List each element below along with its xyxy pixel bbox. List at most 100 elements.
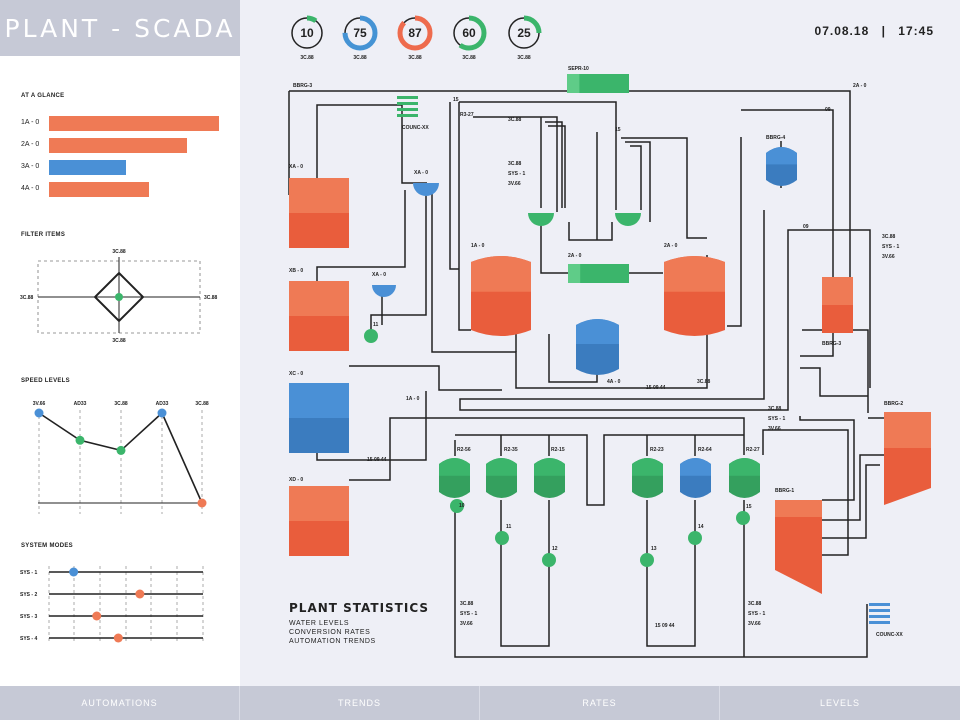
diagram-label-v3v66_a: 3V.66 (508, 181, 521, 187)
speed-point-5[interactable] (197, 498, 207, 508)
exchanger-2a[interactable] (568, 264, 629, 283)
pipe-upper-h (459, 101, 617, 210)
pipe-inner-1 (545, 121, 563, 208)
sensor-7[interactable] (736, 511, 750, 525)
reactor-r2-23-top (632, 458, 663, 476)
mode-slider-2[interactable] (135, 589, 145, 599)
valve-xa-mid[interactable] (372, 285, 396, 297)
gauge-label-1: 3C.88 (300, 55, 314, 61)
nav-levels[interactable]: LEVELS (819, 698, 861, 708)
sensor-2[interactable] (450, 499, 464, 513)
tank-bbrg3-top[interactable] (822, 277, 853, 305)
diagram-label-n09_b: 09 (803, 224, 809, 230)
diagram-label-r2_56: R2-56 (457, 447, 471, 453)
speed-point-1[interactable] (34, 408, 44, 418)
filter-handle[interactable] (115, 293, 123, 301)
mode-label-2: SYS - 2 (20, 592, 37, 598)
diagram-label-tick_c: 15 09 44 (655, 623, 675, 629)
pipe-xa-drop (370, 192, 427, 333)
diagram-label-c3c88_c: 3C.88 (697, 379, 711, 385)
glance-label-4: 4A - 0 (21, 185, 40, 192)
diagram-label-foura: 4A - 0 (607, 379, 621, 385)
time-text: 17:45 (898, 24, 934, 38)
valve-left[interactable] (528, 213, 554, 226)
pipe-4a-link (548, 334, 598, 383)
reactor-r2-27-top (729, 458, 760, 476)
reactor-r2-64-top (680, 458, 711, 476)
nav-automations[interactable]: AUTOMATIONS (0, 686, 240, 720)
tank-xa[interactable] (289, 213, 349, 248)
filter-diamond[interactable] (93, 271, 145, 323)
sensor-6[interactable] (688, 531, 702, 545)
tank-xc[interactable] (289, 418, 349, 453)
diagram-label-n09_a: 09 (825, 107, 831, 113)
diagram-label-v13: 13 (651, 546, 657, 552)
gauge-arc-2 (342, 15, 378, 51)
diagram-label-c3c88_a: 3C.88 (508, 117, 522, 123)
sensor-5[interactable] (640, 553, 654, 567)
turbine-bbrg2-top (884, 412, 931, 448)
reactor-2a-top (664, 256, 725, 292)
diagram-label-r2_15: R2-15 (551, 447, 565, 453)
glance-label-3: 3A - 0 (21, 163, 40, 170)
tank-xb[interactable] (289, 316, 349, 351)
nav-trends[interactable]: TRENDS (240, 686, 480, 720)
stat-automation-trends[interactable]: AUTOMATION TRENDS (289, 638, 376, 645)
tank-bbrg3[interactable] (822, 305, 853, 333)
valve-xa-top[interactable] (413, 183, 439, 196)
tank-xd[interactable] (289, 521, 349, 556)
diagram-label-r2_35: R2-35 (504, 447, 518, 453)
pipe-inner-4 (630, 145, 642, 210)
mode-slider-1[interactable] (69, 567, 79, 577)
diagram-label-sepr10: SEPR-10 (568, 66, 589, 72)
pipe-xd (349, 417, 745, 481)
filter-items-title: FILTER ITEMS (21, 232, 66, 238)
tank-xb-top[interactable] (289, 281, 349, 316)
pipe-bottom-u2 (646, 500, 696, 647)
pipe-left-riser (449, 102, 459, 270)
speed-label-3: 3C.88 (114, 401, 128, 407)
gauge-arc-1 (289, 15, 325, 51)
glance-label-1: 1A - 0 (21, 119, 40, 126)
date-time-display: 07.08.18 | 17:45 (815, 24, 934, 38)
speed-point-3[interactable] (116, 445, 126, 455)
turbine-bbrg1[interactable] (775, 500, 822, 594)
nav-rates[interactable]: RATES (480, 686, 720, 720)
diagram-label-n15_b: 15 (615, 127, 621, 133)
stat-water-levels[interactable]: WATER LEVELS (289, 620, 350, 627)
diagram-label-onea: 1A - 0 (471, 243, 485, 249)
diagram-label-xc0: XC - 0 (289, 371, 303, 377)
diagram-label-xa0_a: XA - 0 (289, 164, 303, 170)
plant-diagram: 103C.88753C.88873C.88603C.88253C.88BBRG-… (288, 15, 931, 658)
sensor-4[interactable] (542, 553, 556, 567)
mode-slider-3[interactable] (92, 611, 102, 621)
coil-counc-top-line (397, 96, 418, 99)
speed-point-2[interactable] (75, 435, 85, 445)
pipe-link-valves (568, 222, 613, 241)
separator-sepr10[interactable] (567, 74, 629, 93)
tank-xa-top[interactable] (289, 178, 349, 213)
stat-conversion-rates[interactable]: CONVERSION RATES (289, 629, 371, 636)
speed-point-4[interactable] (157, 408, 167, 418)
sensor-3[interactable] (495, 531, 509, 545)
pipe-right-outer (459, 210, 871, 411)
diagram-label-v15: 15 (746, 504, 752, 510)
mode-slider-4[interactable] (113, 633, 123, 643)
valve-right[interactable] (615, 213, 641, 226)
sensor-1[interactable] (364, 329, 378, 343)
diagram-label-v12: 12 (552, 546, 558, 552)
tank-xc-top[interactable] (289, 383, 349, 418)
diagram-label-r3_27: R3-27 (460, 112, 474, 118)
plant-statistics-title: PLANT STATISTICS (289, 601, 430, 615)
diagram-label-counc_bot: COUNC-XX (876, 632, 903, 638)
diagram-label-r2_27: R2-27 (746, 447, 760, 453)
diagram-label-tick_b: 15 09 44 (367, 457, 387, 463)
speed-label-2: AD33 (74, 401, 87, 407)
tank-xd-top[interactable] (289, 486, 349, 521)
diagram-label-c3s: SYS - 1 (748, 611, 765, 617)
separator-sepr10-shade (567, 74, 580, 93)
diagram-label-v14: 14 (698, 524, 704, 530)
speed-levels-title: SPEED LEVELS (21, 378, 70, 384)
